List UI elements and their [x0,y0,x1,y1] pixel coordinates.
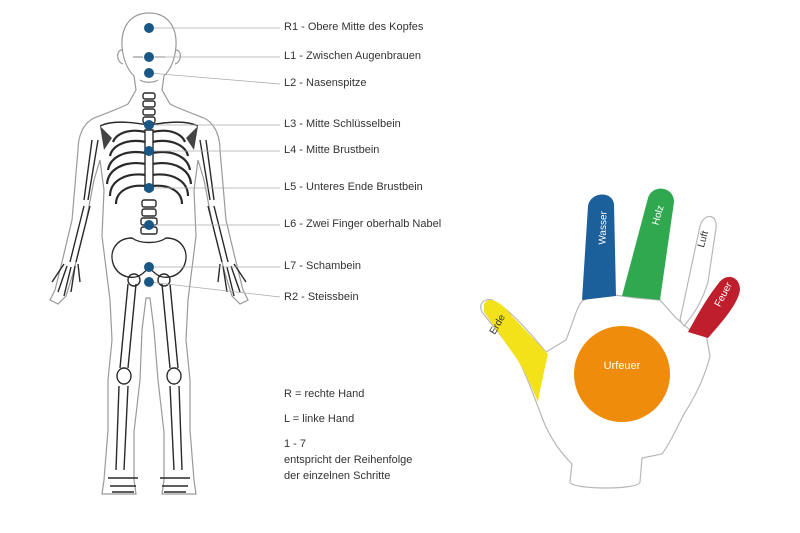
label-L2: L2 - Nasenspitze [284,77,367,89]
label-L1: L1 - Zwischen Augenbrauen [284,50,421,62]
ribcage [105,129,193,205]
label-L7: L7 - Schambein [284,260,362,272]
label-L3: L3 - Mitte Schlüsselbein [284,118,401,130]
legend-sequence-line2: entspricht der Reihenfolge [284,454,413,466]
label-R2: R2 - Steissbein [284,291,359,303]
finger-luft [679,215,717,328]
marker-L6 [144,220,154,230]
marker-L1 [144,52,154,62]
hand-figure: Erde Wasser Holz Luft Feuer Urfeuer [480,188,740,489]
finger-label-holz: Holz [651,204,667,226]
finger-label-wasser: Wasser [597,210,609,245]
label-L6: L6 - Zwei Finger oberhalb Nabel [284,218,442,230]
skeleton [51,92,247,493]
legend-sequence-line1: 1 - 7 [284,438,307,450]
label-L5: L5 - Unteres Ende Brustbein [284,181,423,193]
leader-lines [148,27,281,298]
label-L4: L4 - Mitte Brustbein [284,144,380,156]
finger-label-luft: Luft [696,230,711,249]
palm-label: Urfeuer [604,360,641,372]
marker-L3 [144,120,154,130]
marker-L7 [144,262,154,272]
marker-dots [144,23,154,287]
palm-circle [574,326,670,422]
label-R1: R1 - Obere Mitte des Kopfes [284,21,424,33]
marker-R2 [144,277,154,287]
legend-sequence: 1 - 7 entspricht der Reihenfolge der ein… [284,436,412,484]
legend-left-hand: L = linke Hand [284,413,355,425]
marker-L4 [144,146,154,156]
marker-L2 [144,68,154,78]
finger-holz [622,188,674,300]
marker-R1 [144,23,154,33]
finger-erde [484,300,548,402]
marker-L5 [144,183,154,193]
pelvis [111,237,187,278]
legend-right-hand: R = rechte Hand [284,388,365,400]
legend-sequence-line3: der einzelnen Schritte [284,470,391,482]
body-figure [49,12,249,495]
finger-wasser [582,194,616,300]
finger-feuer [688,276,740,338]
